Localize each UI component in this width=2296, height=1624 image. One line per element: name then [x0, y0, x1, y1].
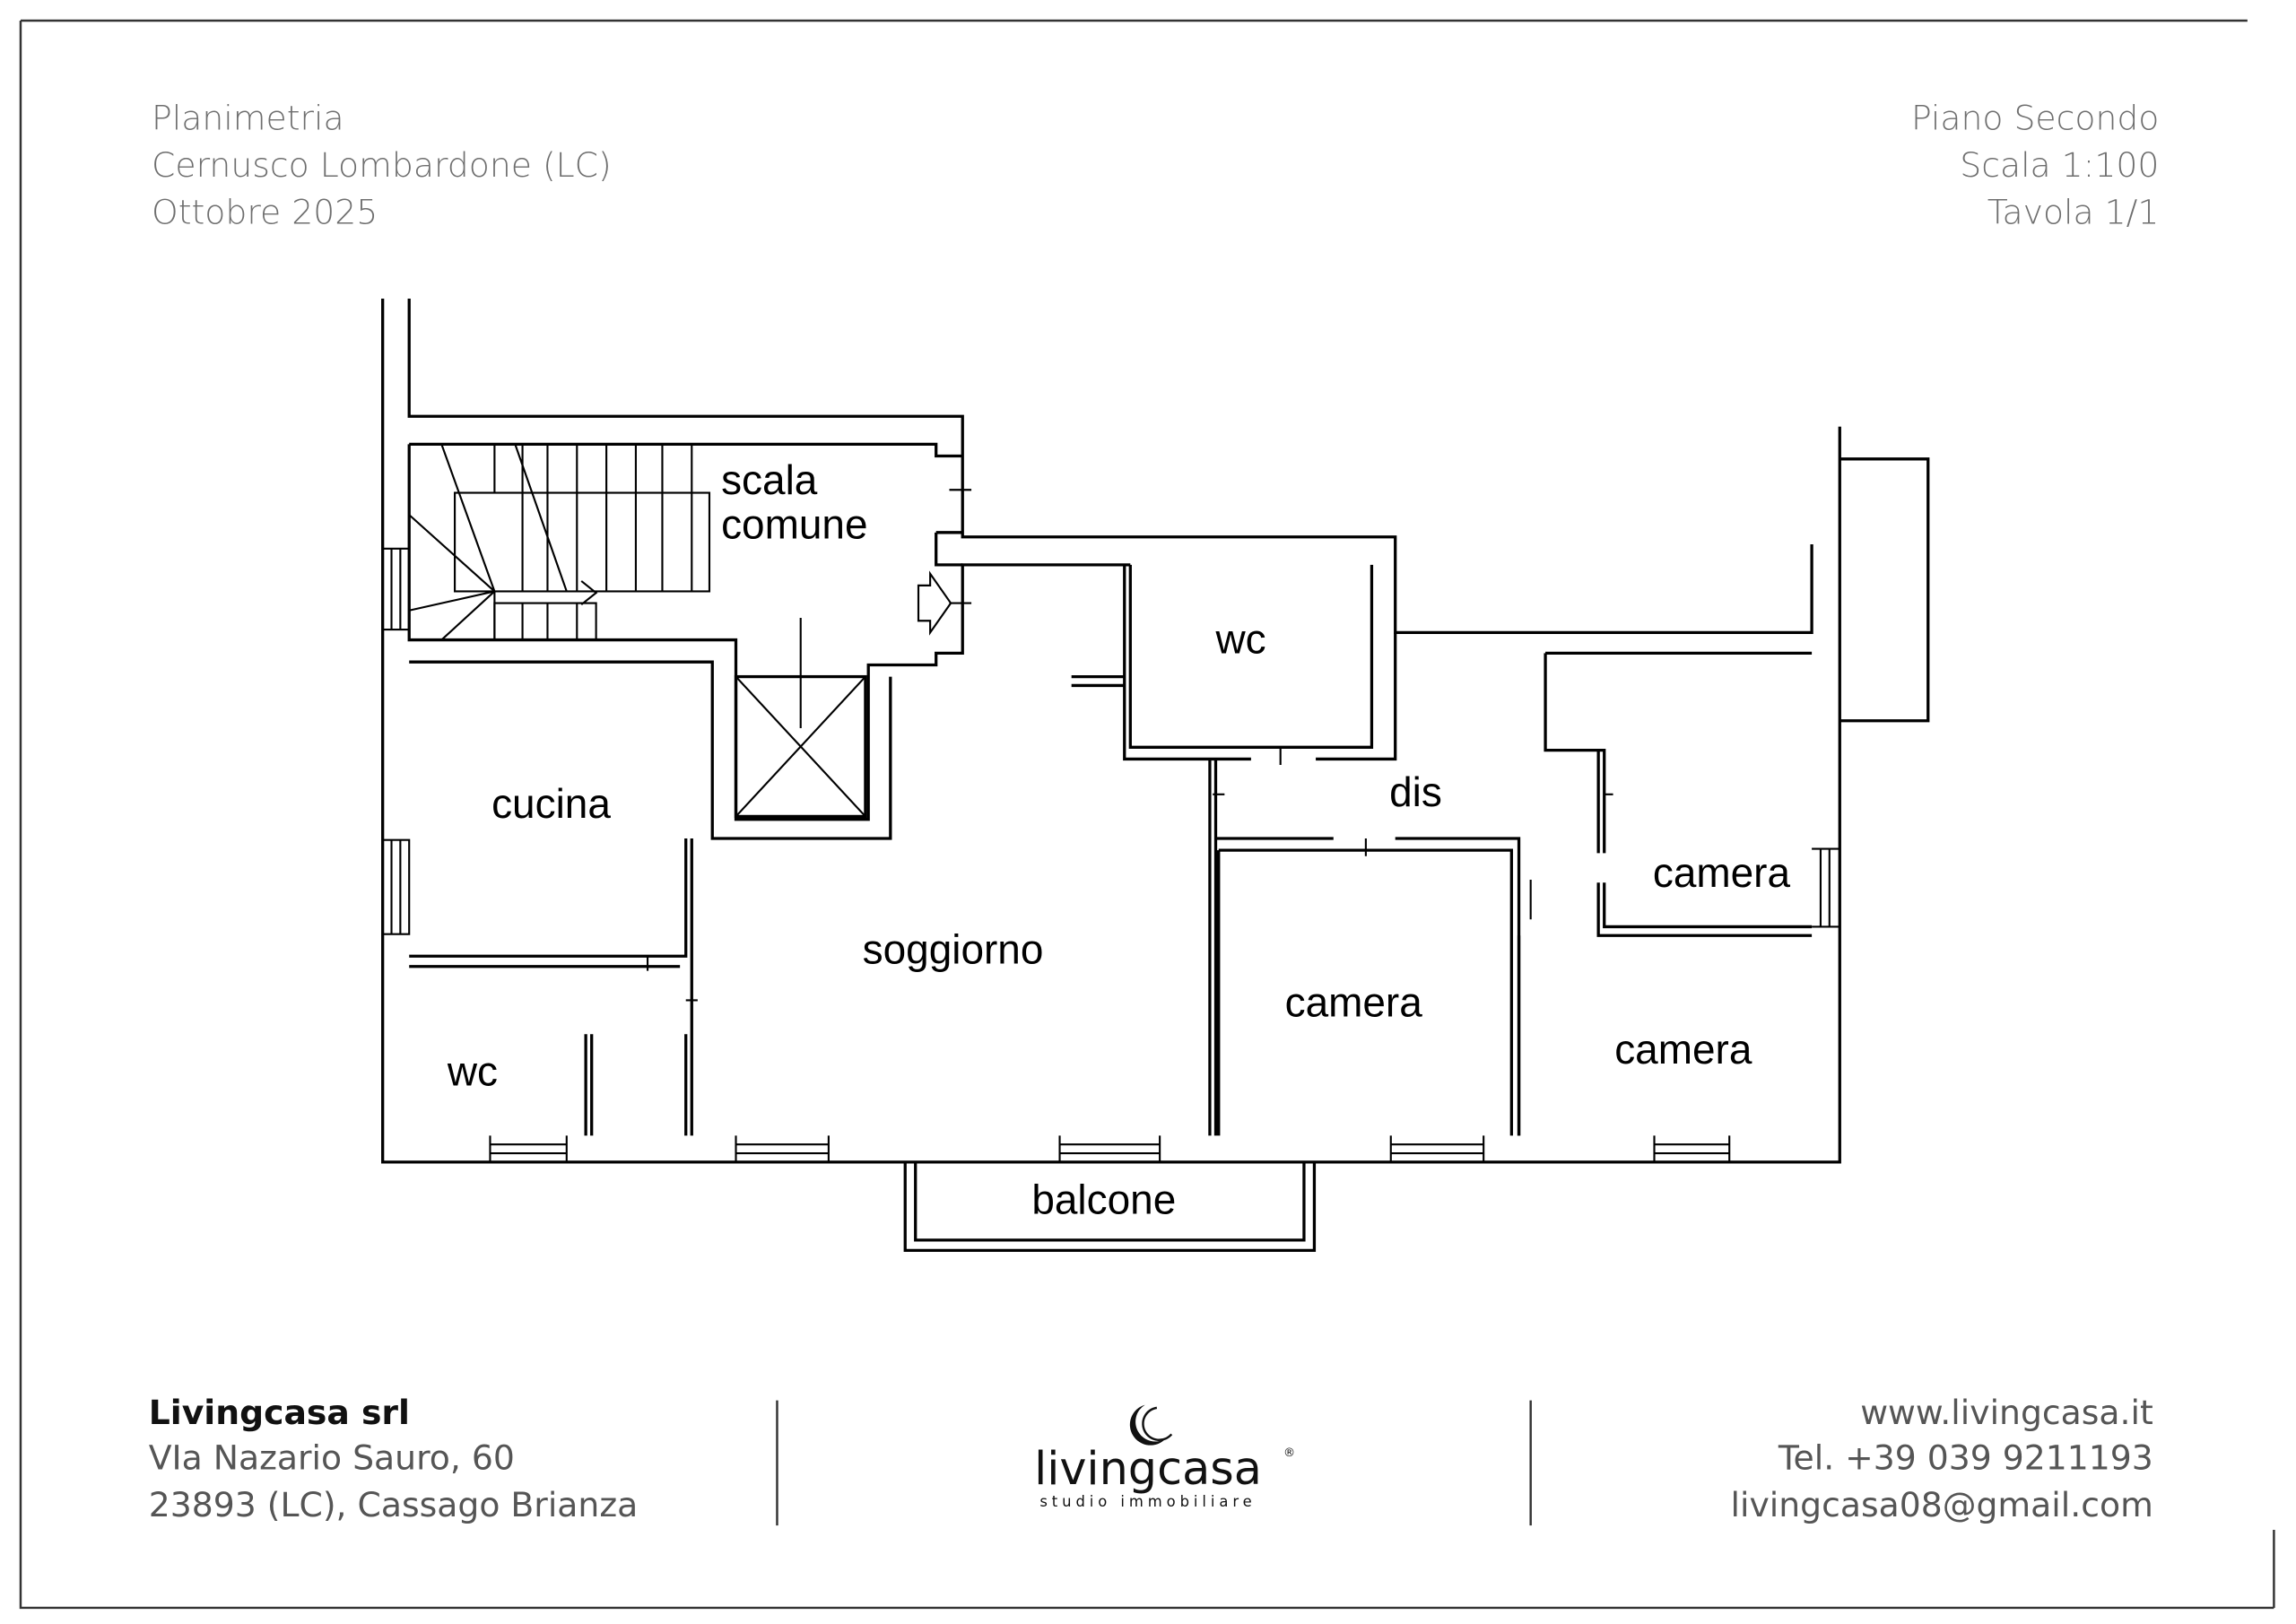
- doc-type: Planimetria: [152, 98, 344, 137]
- room-label-wc-left: wc: [447, 1048, 498, 1095]
- room-label-wc-top: wc: [1214, 615, 1265, 662]
- room-label-camera-mid: camera: [1285, 979, 1423, 1026]
- room-label-camera-bottom-right: camera: [1614, 1026, 1752, 1073]
- logo-name: livingcasa: [1034, 1442, 1262, 1495]
- elevator: [734, 617, 867, 819]
- footer-dividers: [776, 1400, 1532, 1526]
- floor-plan: scala comune wc cucina dis camera soggio…: [381, 299, 1930, 1252]
- company-address: VIa Nazario Sauro, 60: [149, 1438, 515, 1478]
- sheet-number: Tavola 1/1: [1987, 192, 2160, 231]
- logo-tagline: studio immobiliare: [1039, 1493, 1256, 1510]
- date: Ottobre 2025: [152, 192, 378, 231]
- website-link[interactable]: www.livingcasa.it: [1860, 1393, 2153, 1432]
- room-label-camera-top-right: camera: [1653, 849, 1791, 896]
- windows: [382, 547, 1841, 1163]
- room-label-comune: comune: [721, 500, 867, 547]
- balcony: [903, 1161, 1317, 1252]
- logo-mark-icon: [1129, 1404, 1166, 1446]
- room-label-soggiorno: soggiorno: [863, 925, 1044, 972]
- location: Cernusco Lombardone (LC): [152, 145, 612, 185]
- room-label-scala: scala: [721, 456, 818, 503]
- company-city: 23893 (LC), Cassago Brianza: [149, 1485, 639, 1524]
- company-name: Livingcasa srl: [149, 1393, 410, 1432]
- floor-level: Piano Secondo: [1911, 98, 2159, 137]
- phone-number: Tel. +39 039 9211193: [1778, 1438, 2153, 1478]
- room-label-dis: dis: [1389, 769, 1442, 815]
- entrance-arrow-icon: [917, 570, 952, 636]
- header-right: Piano Secondo Scala 1:100 Tavola 1/1: [1911, 98, 2159, 231]
- page-frame: [19, 19, 2275, 1610]
- room-label-balcone: balcone: [1031, 1176, 1176, 1222]
- scale: Scala 1:100: [1960, 145, 2159, 185]
- staircase: [408, 444, 711, 641]
- livingcasa-logo: livingcasa ® studio immobiliare: [1034, 1404, 1295, 1510]
- footer-contacts: www.livingcasa.it Tel. +39 039 9211193 l…: [1730, 1393, 2152, 1524]
- email-link[interactable]: livingcasa08@gmail.com: [1730, 1485, 2152, 1524]
- logo-registered: ®: [1283, 1446, 1295, 1460]
- header-left: Planimetria Cernusco Lombardone (LC) Ott…: [152, 98, 612, 231]
- room-label-cucina: cucina: [491, 780, 611, 827]
- footer-company: Livingcasa srl VIa Nazario Sauro, 60 238…: [149, 1393, 639, 1524]
